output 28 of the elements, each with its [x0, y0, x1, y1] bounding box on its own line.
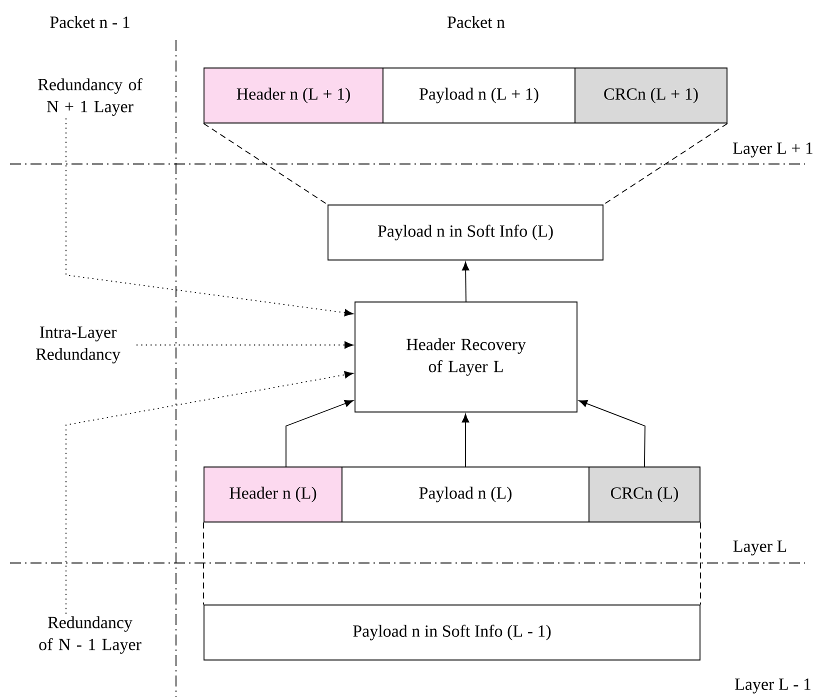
layer-label: Layer L	[733, 540, 786, 556]
crc-field: CRCn (L + 1)	[574, 68, 728, 124]
crc-field: CRCn (L)	[588, 466, 700, 522]
arrow	[462, 262, 470, 302]
header-field: Header n (L + 1)	[204, 68, 384, 124]
layer-label: Layer L - 1	[735, 678, 810, 694]
layer-label: Layer L + 1	[733, 142, 812, 158]
header-field: Header n (L)	[204, 466, 342, 522]
process-box: Payload n in Soft Info (L - 1)	[204, 604, 700, 660]
process-box: Payload n in Soft Info (L)	[328, 204, 604, 260]
payload-field: Payload n (L + 1)	[382, 68, 576, 124]
arrow	[286, 400, 354, 467]
arrow	[462, 414, 470, 467]
arrow	[578, 400, 646, 467]
column-heading: Packet n - 1	[50, 16, 130, 28]
side-note: Redundancy of N + 1 Layer	[38, 78, 142, 116]
dotted-arrow	[66, 118, 354, 316]
process-box: Header Recovery of Layer L	[354, 302, 578, 412]
dashed-line	[203, 522, 204, 605]
side-note: Intra-Layer Redundancy	[36, 326, 120, 364]
dotted-arrow	[66, 371, 354, 614]
column-heading: Packet n	[447, 16, 505, 28]
dashed-line	[203, 123, 328, 205]
dashed-line	[700, 522, 701, 605]
dashed-line	[603, 123, 728, 205]
payload-field: Payload n (L)	[342, 466, 590, 522]
dotted-arrow	[136, 341, 354, 349]
side-note: Redundancy of N - 1 Layer	[39, 616, 142, 654]
